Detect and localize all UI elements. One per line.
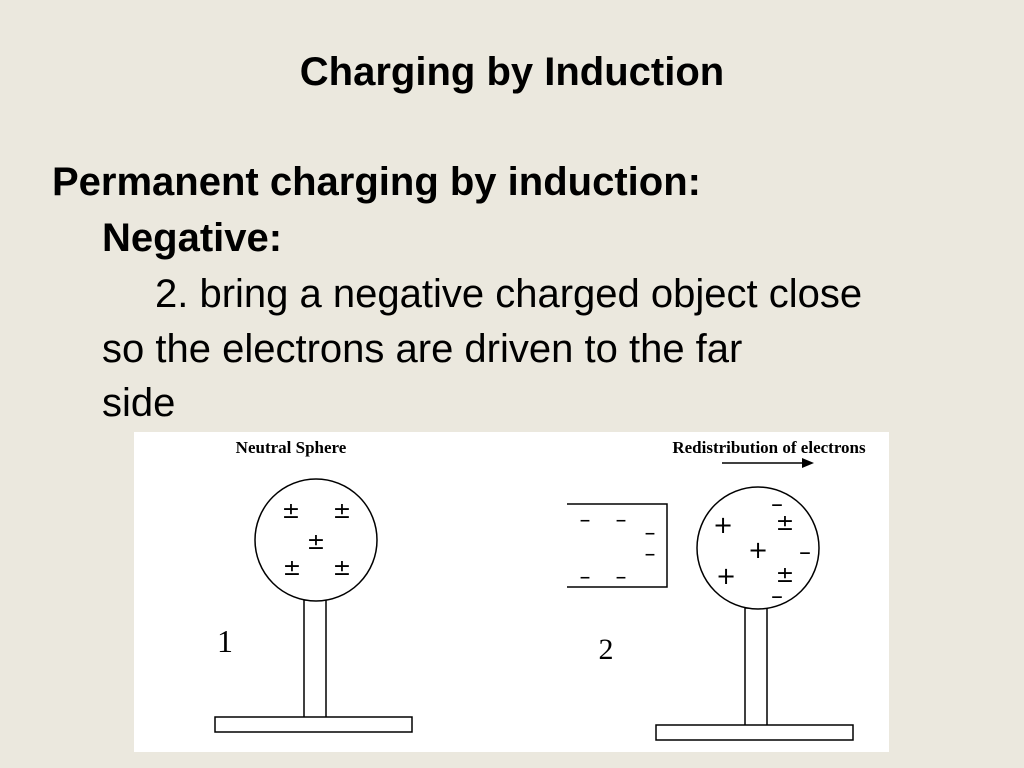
body-line-3: side <box>102 381 176 425</box>
negative-charge: – <box>799 538 811 566</box>
negative-charge: – <box>580 508 591 533</box>
right-stand-rod <box>744 607 768 727</box>
positive-charge: + <box>748 536 768 564</box>
charge-pair: ± <box>307 530 325 555</box>
left-stand-base <box>214 716 413 733</box>
negative-charge: – <box>616 565 627 590</box>
negative-charge: – <box>771 490 783 518</box>
charge-pair: ± <box>776 563 794 588</box>
polarized-sphere <box>655 486 854 741</box>
neutral-sphere-label: Neutral Sphere <box>236 438 347 457</box>
polarized-sphere-charges: – + ± + – + ± – <box>713 490 811 610</box>
negative-charge: – <box>771 582 783 610</box>
left-stand-rod <box>303 599 327 719</box>
negative-charge: – <box>616 508 627 533</box>
induction-diagram-svg: Neutral Sphere 1 ± ± ± ± ± Redistributio… <box>214 438 866 741</box>
redistribution-label: Redistribution of electrons <box>672 438 866 457</box>
charge-pair: ± <box>333 499 351 524</box>
right-sphere <box>696 486 820 610</box>
left-sphere <box>254 478 378 602</box>
positive-charge: + <box>713 511 733 539</box>
body-line-2: so the electrons are driven to the far <box>102 327 743 371</box>
charge-pair: ± <box>282 499 300 524</box>
positive-charge: + <box>716 562 736 590</box>
charge-pair: ± <box>776 511 794 536</box>
arrow-right-icon <box>722 458 814 468</box>
right-stand-base <box>655 724 854 741</box>
charge-pair: ± <box>283 556 301 581</box>
step-number-1: 1 <box>217 623 233 659</box>
charge-pair: ± <box>333 556 351 581</box>
heading: Permanent charging by induction: <box>52 160 701 204</box>
slide-title: Charging by Induction <box>299 50 725 94</box>
negative-charge: – <box>580 565 591 590</box>
negative-charge: – <box>645 542 656 567</box>
neutral-sphere <box>214 478 413 733</box>
negative-charge: – <box>645 521 656 546</box>
step-number-2: 2 <box>599 633 614 666</box>
negative-charged-object: – – – – – – <box>567 503 668 590</box>
neutral-sphere-charges: ± ± ± ± ± <box>282 499 351 581</box>
subheading: Negative: <box>102 216 283 260</box>
body-line-1: 2. bring a negative charged object close <box>155 272 863 316</box>
induction-diagram: Neutral Sphere 1 ± ± ± ± ± Redistributio… <box>134 432 889 752</box>
